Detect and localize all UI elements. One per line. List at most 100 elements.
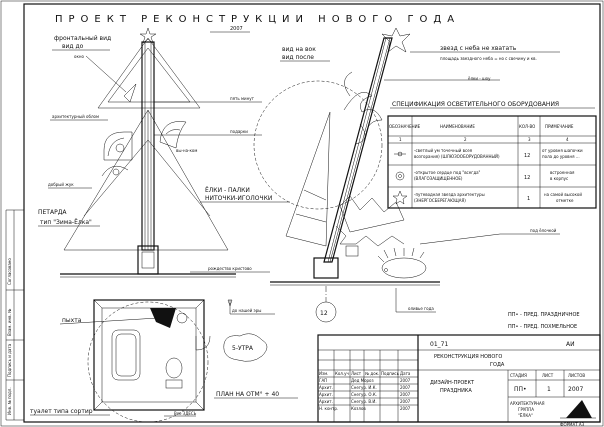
front-trunk bbox=[141, 41, 155, 251]
side-dashed-circle bbox=[253, 80, 383, 210]
stamp-sheet-type: АИ bbox=[566, 341, 575, 348]
stamp-sheets-value: 2007 bbox=[568, 386, 583, 393]
stamp-col-doc: № док. bbox=[365, 371, 379, 376]
arch-ornament bbox=[101, 131, 133, 177]
spec-row3-name-1: -путеводная звезда архитектуры bbox=[414, 192, 485, 197]
firm-line-1: АРХИТЕКТУРНАЯ bbox=[510, 401, 545, 406]
spec-row2-note-2: в корпус bbox=[550, 176, 568, 181]
stamp-name-5: Козлов bbox=[351, 406, 366, 411]
sticks-label-1: ЁЛКИ - ПАЛКИ bbox=[205, 187, 250, 194]
spec-header-4: ПРИМЕЧАНИЕ bbox=[545, 124, 574, 129]
stamp-name-4: Снегур. В.И. bbox=[351, 399, 377, 404]
front-view-label-1: фронтальный вид bbox=[54, 35, 111, 42]
side-view-label-1: вид на вок bbox=[282, 46, 316, 53]
spec-header-1: ОБОЗНАЧЕНИЕ bbox=[389, 124, 421, 129]
stamp-sheets-header: ЛИСТОВ bbox=[568, 373, 585, 378]
stamp-sheet-header: ЛИСТ bbox=[542, 373, 554, 378]
star-subcallout: площадь звездного неба = но с свечину и … bbox=[440, 56, 537, 61]
spec-row2-name-1: -открытое сердце под "всегда" bbox=[414, 170, 481, 175]
stamp-col-date: Дата bbox=[400, 371, 411, 376]
stamp-project-title-1: РЕКОНСТРУКЦИЯ НОВОГО bbox=[434, 354, 502, 360]
pyta-label: пыхта bbox=[62, 317, 82, 324]
firm-line-3: "ЁЛКА" bbox=[518, 413, 533, 418]
spec-table: СПЕЦИФИКАЦИЯ ОСВЕТИТЕЛЬНОГО ОБОРУДОВАНИЯ… bbox=[387, 101, 597, 209]
spec-title: СПЕЦИФИКАЦИЯ ОСВЕТИТЕЛЬНОГО ОБОРУДОВАНИЯ bbox=[392, 101, 559, 108]
firm-line-2: ГРУППА bbox=[518, 407, 534, 412]
sticks-label-2: НИТОЧКИ-ИГОЛОЧКИ bbox=[205, 195, 272, 202]
front-window bbox=[123, 83, 137, 103]
under-fir-label: под ёлочкой bbox=[530, 228, 557, 233]
spec-row1-qty: 12 bbox=[524, 153, 530, 159]
firm-logo-icon bbox=[560, 400, 596, 419]
stamp-doc-title-1: ДИЗАЙН-ПРОЕКТ bbox=[430, 379, 475, 386]
stamp-date-1: 2007 bbox=[400, 378, 411, 383]
plan-toilet bbox=[165, 357, 183, 379]
stamp-doc-title-2: ПРАЗДНИКА bbox=[440, 388, 472, 394]
front-roof-triangle bbox=[97, 37, 201, 109]
stamp-date-3: 2007 bbox=[400, 392, 411, 397]
spec-row3-note-2: отметке bbox=[556, 198, 574, 203]
spec-num-1: 1 bbox=[399, 137, 402, 142]
format-label: ФОРМАТ А3 bbox=[560, 422, 585, 427]
hedgehog-figure bbox=[377, 247, 427, 279]
axis-marker bbox=[315, 301, 337, 323]
five-min-label: пять минут bbox=[230, 96, 255, 101]
front-roof-inner bbox=[107, 47, 191, 103]
stamp-sheet-value: 1 bbox=[547, 386, 551, 393]
stamp-stage-header: СТАДИЯ bbox=[510, 373, 527, 378]
new-year-label: оливье года bbox=[408, 306, 434, 311]
side-strip-label-2: Инв. № подл. bbox=[7, 387, 12, 415]
title-year-tag: 2007 bbox=[230, 26, 243, 32]
side-foliage bbox=[339, 195, 405, 233]
note-2: ПП• - ПРЕД. ПОХМЕЛЬНОЕ bbox=[508, 324, 577, 330]
hat-ornament bbox=[159, 121, 187, 149]
stamp-name-2: Снегур. И.К. bbox=[351, 385, 377, 390]
stamp-col-count: Кол.уч bbox=[335, 371, 349, 376]
front-view: фронтальный вид вид до окно архитектурны… bbox=[38, 27, 275, 315]
side-branches bbox=[343, 71, 383, 145]
spec-header-2: НАИМЕНОВАНИЕ bbox=[440, 124, 475, 129]
stamp-stage-value: ПП• bbox=[514, 386, 527, 393]
plan-dark-fill bbox=[150, 308, 176, 328]
spec-row2-name-2: (ВЛАГОЗАЩИЩЕННОЕ) bbox=[414, 176, 463, 181]
spec-row2-note-1: встроенная bbox=[550, 170, 575, 175]
stamp-date-2: 2007 bbox=[400, 385, 411, 390]
birth-label: рождество кристово bbox=[208, 266, 252, 271]
side-strip-label-3: Подпись и дата bbox=[7, 343, 12, 377]
note-1: ПП• - ПРЕД. ПРАЗДНИЧНОЕ bbox=[508, 312, 580, 318]
fir-label: ёлки - шоу bbox=[468, 76, 491, 81]
side-gift bbox=[345, 245, 359, 257]
toilet-label: туалет типа сортир bbox=[30, 408, 93, 415]
spec-num-4: 4 bbox=[566, 137, 569, 142]
stamp-role-4: Архит. bbox=[319, 399, 333, 404]
spec-row1-note-1: от уровня шапочки bbox=[542, 148, 583, 153]
side-strip-label-1: Согласовано bbox=[7, 258, 12, 285]
side-star-icon bbox=[381, 27, 411, 53]
spec-row1-name-1: -светлый ум точечный всея bbox=[414, 148, 473, 153]
front-tree-triangle bbox=[63, 109, 229, 251]
plan-label: ПЛАН НА ОТМ° + 40 bbox=[216, 391, 279, 398]
five-morning-bubble bbox=[223, 333, 268, 362]
side-base bbox=[313, 257, 339, 279]
stamp-role-2: Архит. bbox=[319, 385, 333, 390]
side-strip-label-4: Взам. инв. № bbox=[7, 309, 12, 336]
spec-symbol-1 bbox=[394, 151, 406, 157]
to-our-era-label: до нашей эры bbox=[232, 308, 261, 313]
arch-label: архитектурный облом bbox=[52, 114, 99, 119]
stamp-col-change: Изм. bbox=[319, 371, 328, 376]
spec-row3-qty: 1 bbox=[527, 196, 530, 202]
spec-num-3: 3 bbox=[528, 137, 531, 142]
five-morning-label: 5-УТРА bbox=[232, 345, 254, 352]
good-ear-label: добрый жук bbox=[48, 182, 74, 187]
spec-symbol-2 bbox=[395, 171, 405, 181]
spec-row3-name-2: (ЭНЕРГОСБЕРЕГАЮЩАЯ) bbox=[414, 198, 466, 203]
stamp-date-5: 2007 bbox=[400, 406, 411, 411]
spec-row2-qty: 12 bbox=[524, 175, 530, 181]
title-block: 01_71 АИ РЕКОНСТРУКЦИЯ НОВОГО ГОДА ДИЗАЙ… bbox=[317, 334, 601, 423]
floor-plan: пыхта 5-УТРА ПЛАН НА ОТМ° + 40 туалет ти… bbox=[30, 299, 298, 423]
plan-bathtub bbox=[111, 329, 141, 381]
spec-num-2: 2 bbox=[464, 137, 467, 142]
stamp-role-5: Н. контр. bbox=[319, 406, 338, 411]
